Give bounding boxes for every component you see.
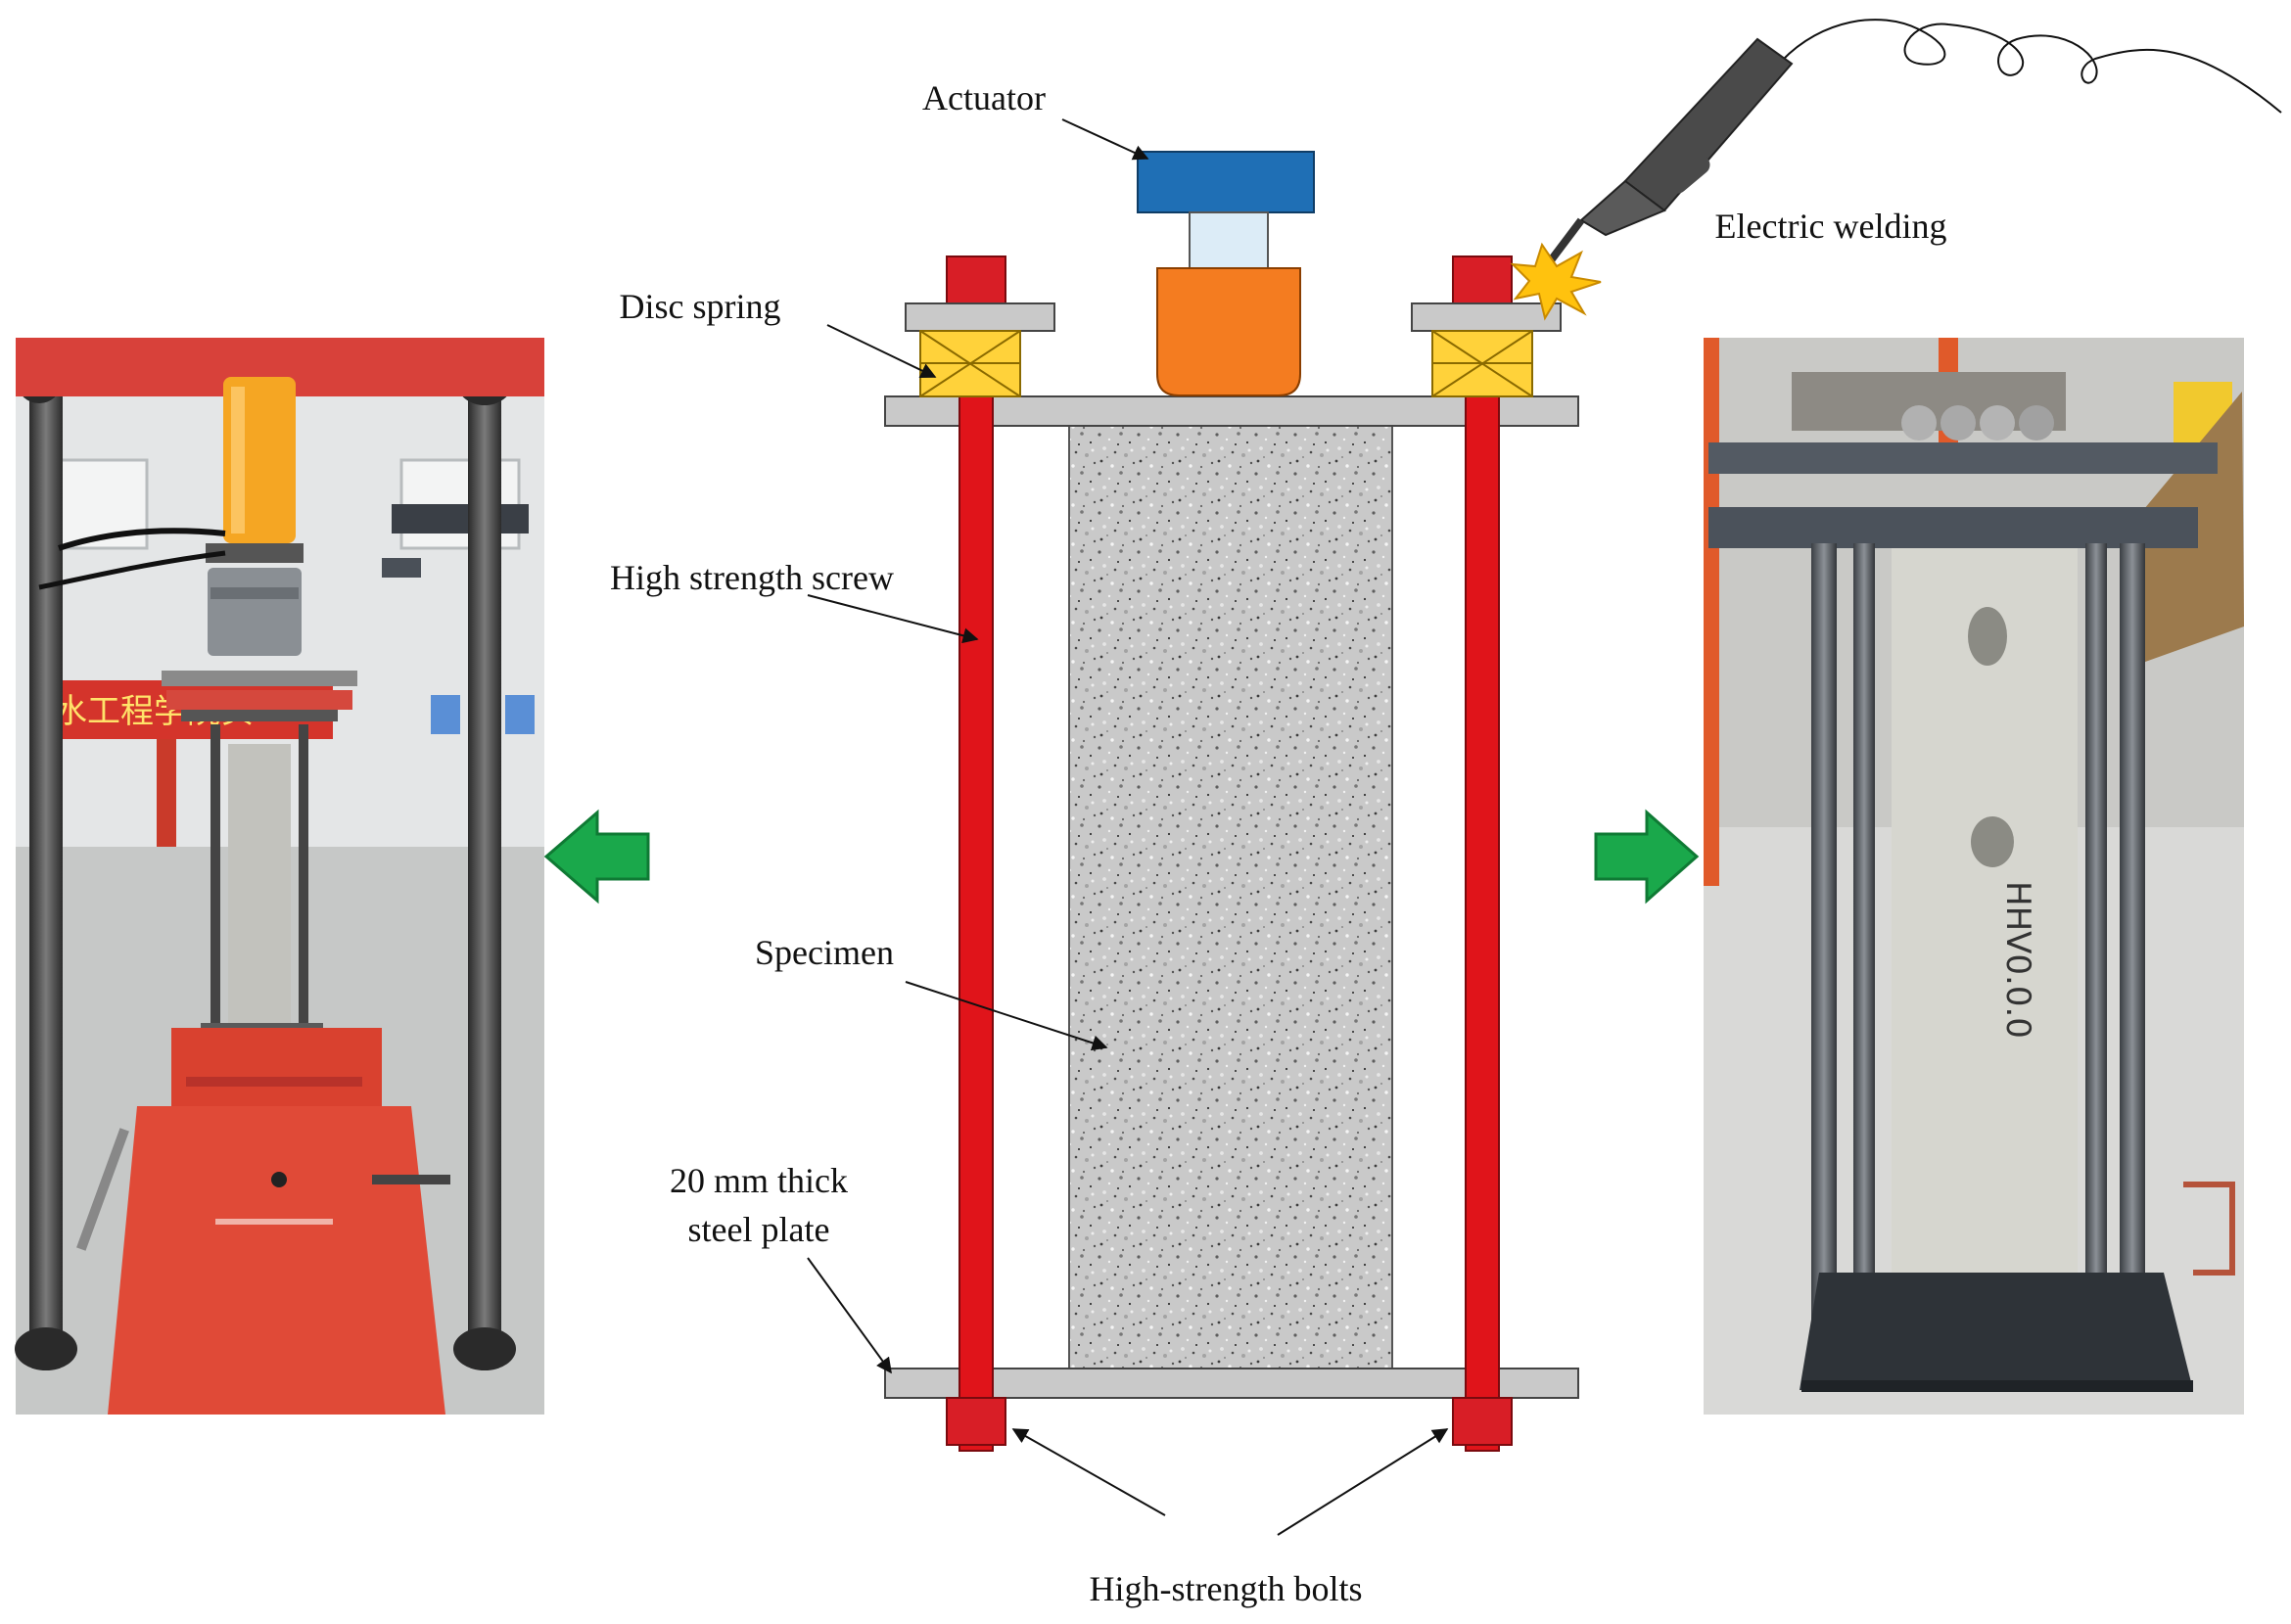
left-top-nut (946, 255, 1006, 304)
bottom-steel-plate (884, 1368, 1579, 1399)
left-green-arrow (543, 809, 650, 905)
right-high-strength-screw (1465, 265, 1500, 1452)
left-disc-spring (919, 330, 1021, 397)
right-washer (1411, 302, 1562, 332)
left-photo-loading-frame: 水工程学院实 (15, 338, 544, 1415)
top-steel-plate (884, 395, 1579, 427)
label-specimen: Specimen (755, 933, 894, 972)
left-washer (905, 302, 1055, 332)
welding-spark-icon (1510, 242, 1602, 321)
right-photo-specimen-marking: HHV0.0.0 (1998, 881, 2037, 1039)
right-disc-spring (1431, 330, 1533, 397)
label-actuator: Actuator (922, 78, 1046, 117)
leader-lines (807, 118, 1449, 1536)
label-high-strength-bolts: High-strength bolts (1090, 1569, 1363, 1608)
welding-torch-icon (1535, 19, 2282, 279)
left-bottom-bolt (946, 1397, 1006, 1446)
label-electric-welding: Electric welding (1715, 207, 1947, 246)
right-photo-specimen: HHV0.0.0 (1704, 338, 2244, 1415)
label-disc-spring: Disc spring (620, 287, 781, 326)
right-green-arrow (1594, 809, 1700, 905)
hydraulic-jack (1156, 267, 1301, 396)
left-high-strength-screw (958, 265, 994, 1452)
specimen-block (1068, 422, 1393, 1369)
label-steel-plate-line1: 20 mm thick (670, 1161, 848, 1200)
actuator-head (1137, 151, 1315, 213)
label-high-strength-screw: High strength screw (610, 558, 894, 597)
actuator-piston (1189, 211, 1269, 269)
right-top-nut (1452, 255, 1513, 304)
label-steel-plate-line2: steel plate (688, 1210, 830, 1249)
right-bottom-bolt (1452, 1397, 1513, 1446)
